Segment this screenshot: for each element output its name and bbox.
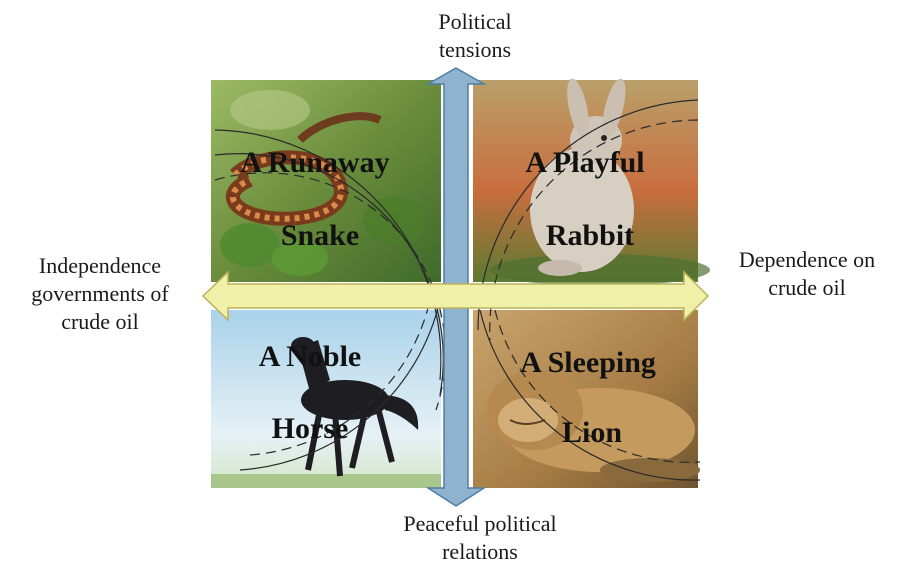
quadrant-title-top-left-line1: A Runaway — [240, 146, 389, 179]
quadrant-title-top-left-line2: Snake — [281, 219, 359, 252]
quadrant-top-right — [473, 77, 710, 286]
quadrant-title-bottom-right-line1: A Sleeping — [520, 346, 656, 379]
quadrant-title-top-right-line2: Rabbit — [546, 219, 634, 252]
quadrant-title-bottom-left-line1: A Noble — [259, 340, 362, 373]
quadrant-title-bottom-right-line2: Lion — [562, 416, 622, 449]
quadrant-title-bottom-left-line2: Horse — [272, 412, 349, 445]
quadrant-title-top-right-line1: A Playful — [525, 146, 644, 179]
quadrant-bottom-left — [211, 310, 441, 488]
